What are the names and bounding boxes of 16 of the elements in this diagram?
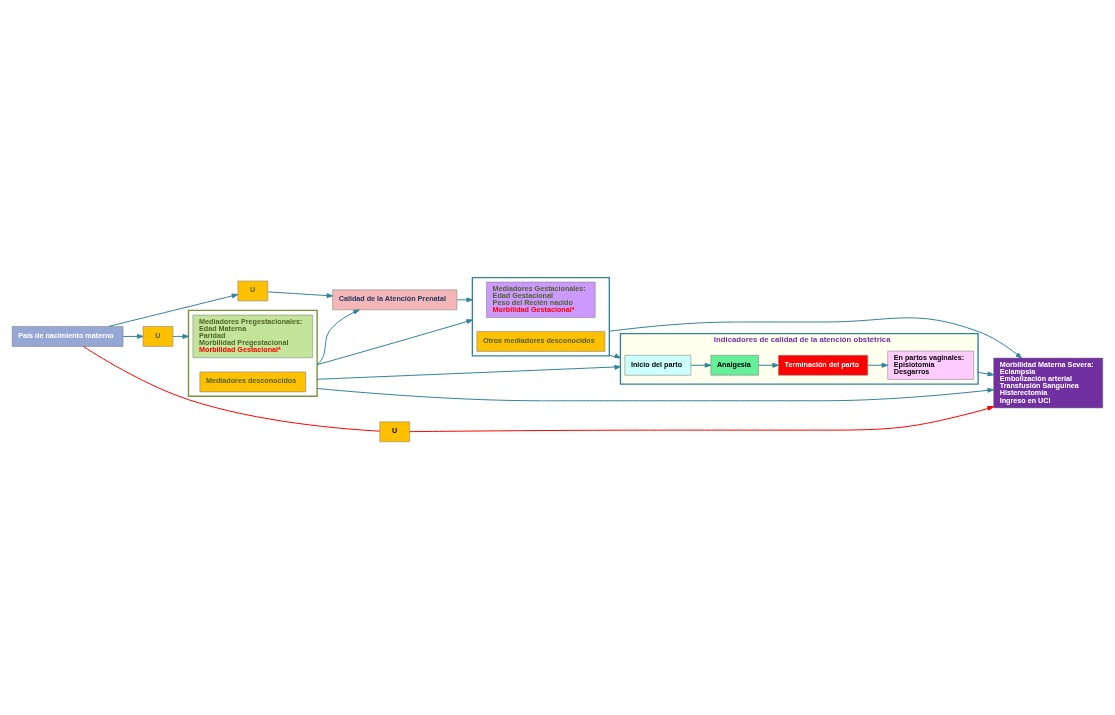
arrow — [316, 319, 473, 366]
arrow — [977, 371, 995, 377]
arrow — [867, 362, 889, 368]
connector — [82, 345, 381, 432]
arrow — [316, 309, 360, 366]
arrow — [409, 406, 994, 433]
arrow — [456, 297, 473, 303]
arrow — [108, 293, 239, 327]
cluster — [471, 276, 611, 357]
arrow — [316, 387, 994, 402]
cluster — [187, 309, 318, 397]
arrow — [690, 362, 712, 368]
arrow — [267, 291, 334, 299]
arrow — [758, 362, 779, 368]
arrow — [316, 365, 621, 380]
arrow — [122, 334, 144, 339]
